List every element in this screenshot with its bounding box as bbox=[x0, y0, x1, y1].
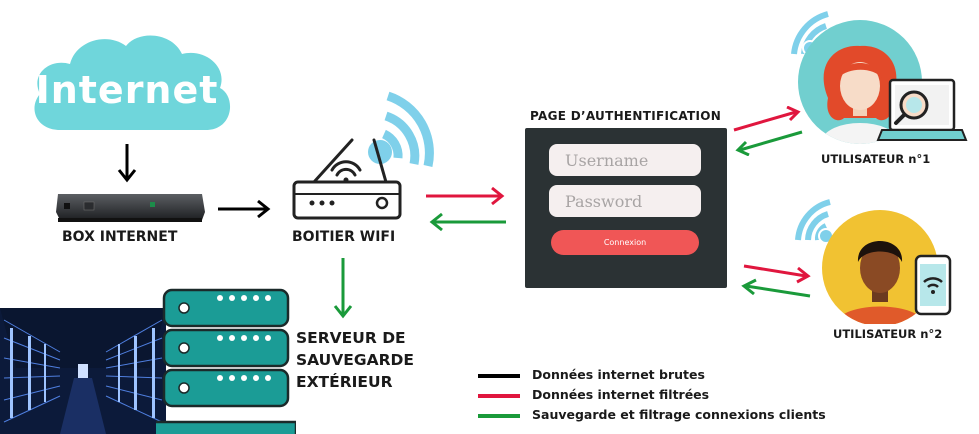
datacenter-photo bbox=[0, 308, 166, 434]
user2-label: UTILISATEUR n°2 bbox=[833, 327, 943, 341]
legend-swatch-filtered bbox=[478, 394, 520, 398]
legend-text-raw: Données internet brutes bbox=[532, 367, 705, 382]
internet-label: Internet bbox=[35, 68, 219, 112]
legend-text-filtered: Données internet filtrées bbox=[532, 387, 710, 402]
phone-wifi-icon bbox=[914, 254, 952, 316]
server-label-line1: SERVEUR DE bbox=[296, 329, 406, 347]
auth-page-title: PAGE D’AUTHENTIFICATION bbox=[530, 109, 722, 123]
connexion-button[interactable]: Connexion bbox=[551, 230, 699, 255]
arrows-auth-user2 bbox=[741, 264, 811, 298]
server-label-line3: EXTÉRIEUR bbox=[296, 373, 393, 391]
arrow-router-to-server bbox=[333, 258, 353, 319]
arrows-auth-user1 bbox=[733, 106, 803, 156]
server-label-line2: SAUVEGARDE bbox=[296, 351, 414, 369]
laptop-magnifier-icon bbox=[876, 78, 968, 141]
boitier-wifi-label: BOITIER WIFI bbox=[292, 229, 396, 245]
wifi-router-icon bbox=[292, 91, 434, 220]
user-man-avatar bbox=[795, 199, 952, 324]
username-input[interactable] bbox=[549, 144, 701, 176]
user-woman-avatar bbox=[791, 11, 968, 144]
user1-label: UTILISATEUR n°1 bbox=[821, 152, 931, 166]
internet-cloud-icon bbox=[34, 35, 231, 130]
legend-swatch-raw bbox=[478, 374, 520, 378]
server-stack-icon bbox=[156, 288, 296, 434]
arrows-router-auth bbox=[426, 186, 506, 232]
arrow-cloud-to-box bbox=[117, 144, 137, 183]
server-label: SERVEUR DE SAUVEGARDE EXTÉRIEUR bbox=[296, 327, 414, 393]
arrow-box-to-router bbox=[218, 199, 271, 219]
box-internet-label: BOX INTERNET bbox=[62, 229, 178, 245]
password-input[interactable] bbox=[549, 185, 701, 217]
legend-text-backup: Sauvegarde et filtrage connexions client… bbox=[532, 407, 826, 422]
auth-panel: Connexion bbox=[525, 128, 727, 288]
legend-swatch-backup bbox=[478, 414, 520, 418]
internet-box-icon bbox=[56, 194, 205, 222]
